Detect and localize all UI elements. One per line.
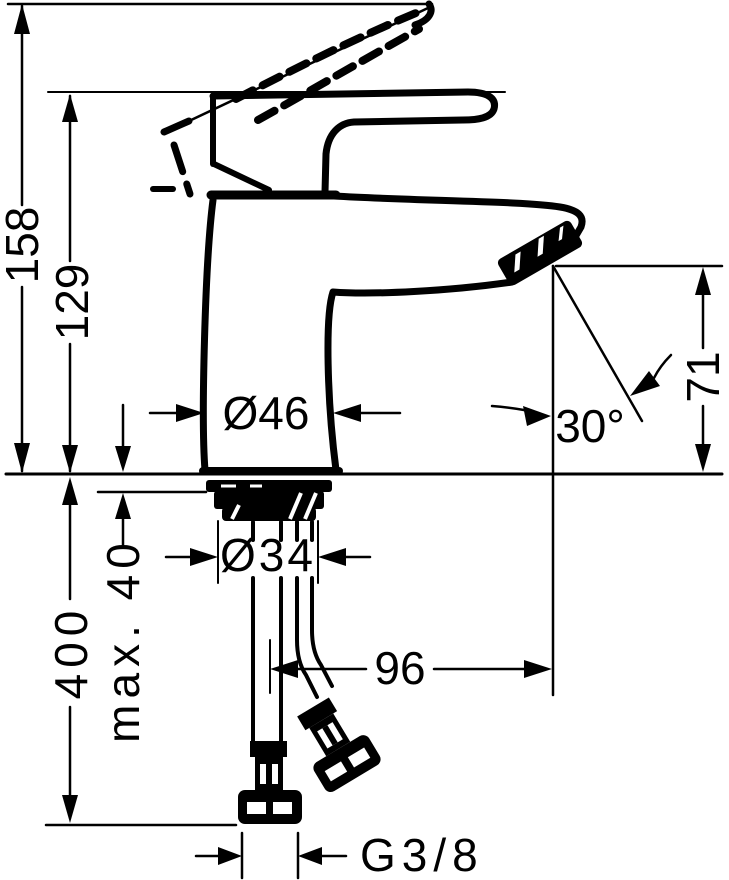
mounting-nut: [206, 480, 332, 521]
arrowhead-right-icon: [190, 548, 218, 566]
arrowhead-right-icon: [524, 660, 552, 678]
pivot-dash-1: [160, 117, 193, 136]
spout-top-edge: [330, 192, 586, 243]
dim-shank-diameter: Ø34: [164, 529, 372, 581]
dim-hose-length-label: 400: [45, 605, 97, 700]
right-connector-divider: [322, 725, 338, 746]
arrowhead-up-icon: [115, 493, 131, 519]
dim-shank-diameter-label: Ø34: [220, 529, 316, 581]
faucet-body: [199, 190, 586, 475]
arrowhead-up-icon: [62, 477, 78, 505]
aerator-slit-2: [537, 235, 544, 257]
dim-max-thickness-label: max. 40: [97, 537, 149, 743]
arrowhead-up-icon: [62, 94, 78, 122]
left-nut-facet-2: [273, 802, 292, 814]
handle-raised-dashed: [150, 0, 435, 198]
arrowhead-up-icon: [695, 267, 711, 295]
left-nut-facet-1: [247, 802, 266, 814]
right-hose-left-edge: [295, 576, 319, 699]
arrowhead-left-icon: [298, 847, 322, 865]
dim-spray-angle-label: 30°: [555, 400, 625, 452]
dim-spout-reach: 96: [270, 642, 552, 694]
hose-connector-left: [238, 741, 302, 824]
dim-lever-height: 129: [46, 94, 98, 473]
hose-connector-right: [297, 697, 381, 793]
dim-body-diameter-label: Ø46: [223, 387, 310, 439]
arrowhead-down-icon: [115, 446, 131, 472]
arrowhead-left-icon: [333, 404, 361, 422]
spout-underside-and-right-edge: [324, 278, 516, 474]
arrowhead-down-icon: [62, 795, 78, 823]
arrowhead-left-icon: [270, 660, 298, 678]
right-crimp: [297, 697, 338, 731]
dim-thread-size: G3/8: [194, 829, 484, 880]
arrowhead-right-icon: [218, 847, 242, 865]
dim-total-height: 158: [0, 4, 48, 473]
raised-handle-tip: [411, 0, 435, 29]
nut-hatch-2: [303, 492, 318, 520]
left-crimp: [250, 741, 287, 757]
right-nut-facet-1: [324, 761, 348, 782]
raised-handle-centerline: [168, 6, 430, 132]
left-thread-nut: [238, 790, 302, 824]
dim-lever-height-label: 129: [46, 264, 98, 341]
nut-hatch-3: [230, 504, 241, 520]
aerator-slit-3: [558, 225, 564, 242]
arrowhead-down-icon: [14, 443, 30, 473]
raised-handle-upper-dash: [232, 9, 420, 103]
nut-middle-band: [214, 491, 324, 509]
arrowhead-right-icon: [176, 404, 204, 422]
dim-hose-length: 400: [45, 477, 97, 823]
arrowhead-down-left-icon: [630, 371, 660, 396]
dim-outlet-height: 71: [677, 267, 729, 472]
handle-outline: [209, 88, 498, 196]
dim-max-deck-thickness: max. 40: [97, 403, 149, 743]
handle-horizontal: [209, 88, 498, 196]
nut-hatch-1: [288, 492, 303, 520]
body-left-edge: [199, 196, 217, 474]
supply-hoses: [251, 520, 334, 743]
arrowhead-down-icon: [62, 445, 78, 473]
dim-body-diameter: Ø46: [148, 387, 402, 439]
dim-outlet-height-label: 71: [677, 351, 729, 402]
angle-leader-right: [652, 353, 673, 380]
aerator: [497, 220, 583, 286]
aerator-slit-1: [514, 251, 521, 273]
dim-spout-reach-label: 96: [374, 642, 425, 694]
reference-lines: [4, 2, 724, 880]
arrowhead-up-icon: [14, 4, 30, 34]
pivot-dash-2: [170, 141, 194, 198]
right-nut-facet-2: [347, 747, 371, 768]
arrowhead-left-icon: [318, 548, 346, 566]
spray-angle-line: [551, 264, 644, 423]
dim-thread-size-label: G3/8: [360, 829, 484, 880]
left-connector-divider: [266, 764, 272, 784]
arrowhead-right-icon: [523, 406, 551, 426]
raised-handle-lower-dash: [254, 25, 423, 124]
handle-chin-edge: [211, 161, 272, 193]
dim-total-height-label: 158: [0, 207, 48, 284]
arrowhead-down-icon: [695, 444, 711, 472]
nut-top-band: [206, 480, 332, 492]
right-hose-right-edge: [310, 576, 334, 688]
annotation-spray-angle: 30°: [490, 353, 673, 452]
